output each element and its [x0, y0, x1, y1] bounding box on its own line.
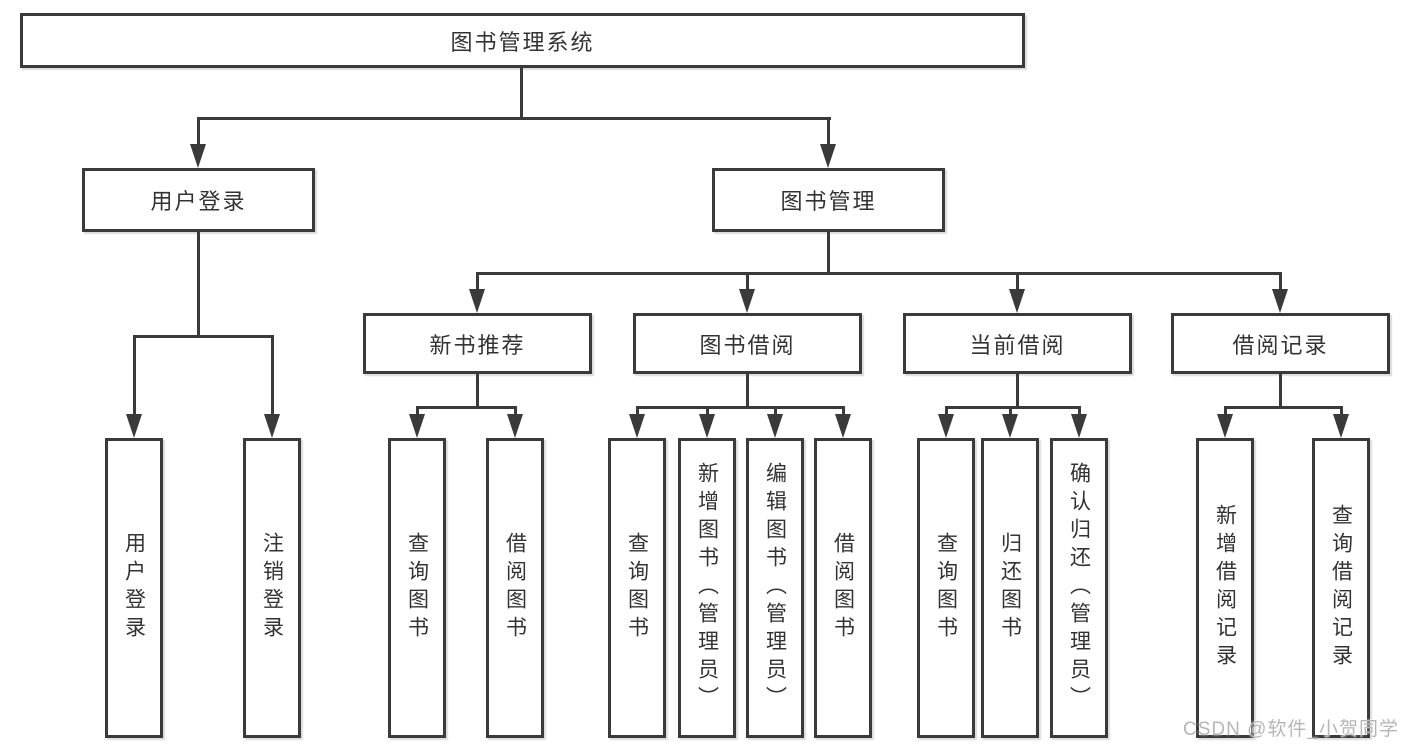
leaf-borrow-books: 借阅图书 [814, 438, 872, 738]
connector-hline [1224, 406, 1342, 409]
connector-hline [197, 117, 831, 120]
arrow-down-icon [699, 414, 715, 438]
connector-vline [842, 406, 845, 416]
leaf-label: 编辑图书（管理员） [763, 462, 787, 714]
arrow-down-icon [820, 144, 836, 168]
connector-hline [416, 406, 517, 409]
connector-vline [1279, 372, 1282, 408]
leaf-label: 注销登录 [260, 532, 284, 644]
connector-vline [520, 66, 523, 119]
leaf-label: 归还图书 [998, 532, 1022, 644]
arrow-down-icon [126, 414, 142, 438]
arrow-down-icon [469, 289, 485, 313]
node-label: 当前借阅 [969, 332, 1066, 358]
connector-vline [1078, 406, 1081, 416]
arrow-down-icon [629, 414, 645, 438]
node-library-system: 图书管理系统 [20, 13, 1025, 68]
leaf-label: 查询图书 [934, 532, 958, 644]
leaf-return-books: 归还图书 [981, 438, 1039, 738]
leaf-logout: 注销登录 [243, 438, 301, 738]
connector-hline [945, 406, 1080, 409]
connector-vline [706, 406, 709, 416]
connector-vline [1279, 272, 1282, 291]
node-label: 借阅记录 [1232, 332, 1329, 358]
leaf-query-borrow-record: 查询借阅记录 [1312, 438, 1370, 738]
connector-vline [197, 117, 200, 146]
connector-vline [133, 335, 136, 416]
csdn-watermark: CSDN @软件_小贺同学 [1183, 719, 1399, 740]
leaf-query-books-recommend: 查询图书 [388, 438, 446, 738]
node-borrow-records: 借阅记录 [1171, 313, 1390, 374]
arrow-down-icon [1333, 414, 1349, 438]
connector-vline [746, 372, 749, 408]
leaf-query-books-borrow: 查询图书 [608, 438, 666, 738]
node-label: 图书管理 [780, 189, 877, 214]
arrow-down-icon [1071, 414, 1087, 438]
connector-vline [197, 230, 200, 337]
connector-vline [1224, 406, 1227, 416]
connector-vline [827, 230, 830, 275]
connector-vline [476, 372, 479, 408]
leaf-label: 借阅图书 [503, 532, 527, 644]
connector-hline [476, 272, 1282, 275]
arrow-down-icon [1009, 289, 1025, 313]
connector-vline [945, 406, 948, 416]
arrow-down-icon [190, 144, 206, 168]
connector-vline [1016, 372, 1019, 408]
arrow-down-icon [1002, 414, 1018, 438]
leaf-add-borrow-record: 新增借阅记录 [1196, 438, 1254, 738]
leaf-label: 确认归还（管理员） [1067, 462, 1091, 714]
leaf-label: 查询借阅记录 [1329, 504, 1353, 672]
node-label: 图书管理系统 [450, 29, 595, 55]
connector-vline [476, 272, 479, 291]
connector-hline [636, 406, 844, 409]
connector-vline [1340, 406, 1343, 416]
leaf-edit-books-admin: 编辑图书（管理员） [746, 438, 804, 738]
leaf-user-login: 用户登录 [105, 438, 163, 738]
connector-vline [1009, 406, 1012, 416]
arrow-down-icon [507, 414, 523, 438]
arrow-down-icon [835, 414, 851, 438]
leaf-label: 用户登录 [122, 532, 146, 644]
leaf-label: 查询图书 [405, 532, 429, 644]
node-book-management: 图书管理 [712, 168, 945, 232]
connector-vline [827, 117, 830, 146]
node-current-borrow: 当前借阅 [903, 313, 1132, 374]
leaf-confirm-return-admin: 确认归还（管理员） [1050, 438, 1108, 738]
node-user-login: 用户登录 [82, 168, 315, 232]
arrow-down-icon [767, 414, 783, 438]
arrow-down-icon [739, 289, 755, 313]
leaf-label: 借阅图书 [831, 532, 855, 644]
connector-vline [636, 406, 639, 416]
connector-vline [271, 335, 274, 416]
arrow-down-icon [938, 414, 954, 438]
arrow-down-icon [409, 414, 425, 438]
leaf-label: 查询图书 [625, 532, 649, 644]
leaf-query-books-current: 查询图书 [917, 438, 975, 738]
connector-hline [133, 335, 274, 338]
arrow-down-icon [1217, 414, 1233, 438]
leaf-borrow-books-recommend: 借阅图书 [486, 438, 544, 738]
connector-vline [514, 406, 517, 416]
arrow-down-icon [1272, 289, 1288, 313]
arrow-down-icon [264, 414, 280, 438]
connector-vline [1016, 272, 1019, 291]
leaf-add-books-admin: 新增图书（管理员） [678, 438, 736, 738]
leaf-label: 新增图书（管理员） [695, 462, 719, 714]
leaf-label: 新增借阅记录 [1213, 504, 1237, 672]
node-label: 图书借阅 [699, 332, 796, 358]
node-label: 用户登录 [150, 189, 247, 214]
connector-vline [416, 406, 419, 416]
connector-vline [774, 406, 777, 416]
node-new-book-recommend: 新书推荐 [363, 313, 592, 374]
connector-vline [746, 272, 749, 291]
node-book-borrow: 图书借阅 [633, 313, 862, 374]
node-label: 新书推荐 [429, 332, 526, 358]
